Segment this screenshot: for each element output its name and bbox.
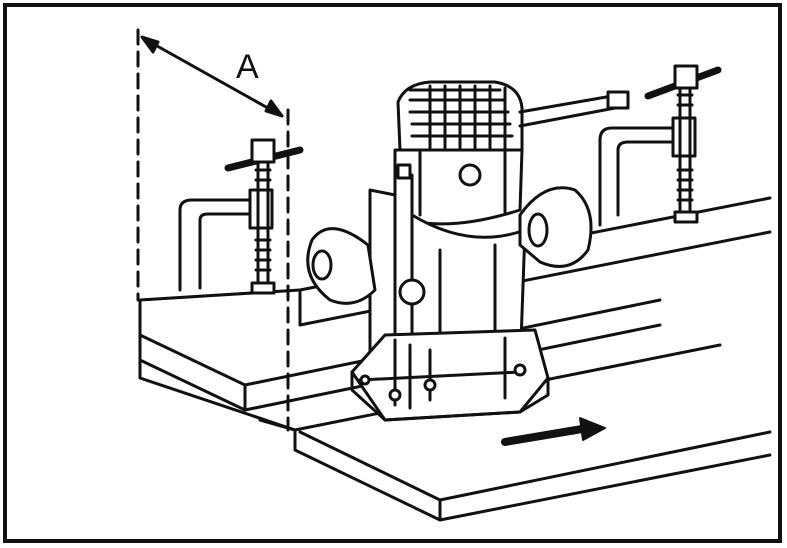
dimension-a: [136, 28, 290, 432]
dimension-arrowhead-left: [140, 35, 160, 54]
dimension-arrowhead-right: [264, 99, 284, 118]
feed-direction-arrow: [501, 417, 606, 446]
trim-router: [306, 80, 630, 422]
right-clamp: [598, 64, 722, 227]
left-clamp: [178, 138, 304, 295]
dimension-label: A: [236, 48, 259, 86]
